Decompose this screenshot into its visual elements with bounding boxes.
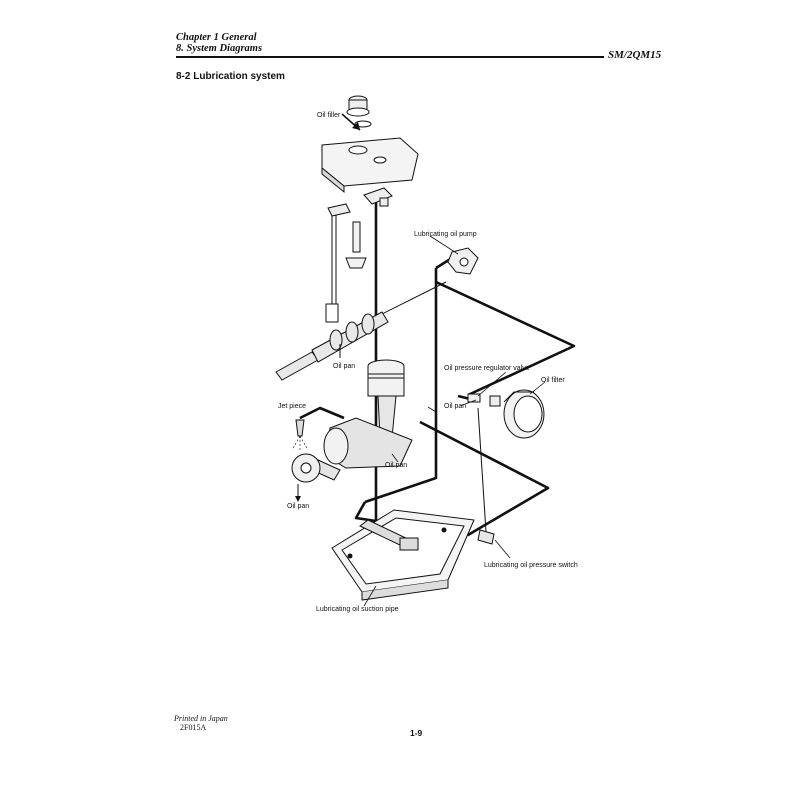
label-oil-pan-camshaft: Oil pan [333, 363, 355, 370]
jet-spray [291, 435, 309, 452]
oil-line-pump-loop [364, 268, 438, 504]
lubricating-oil-suction-pipe [359, 519, 419, 551]
label-oil-pan-regulator: Oil pan [444, 403, 466, 410]
oil-circuit-lines [299, 200, 576, 562]
label-oil-pan-gear: Oil pan [287, 503, 309, 510]
model-code: SM/2QM15 [608, 49, 662, 61]
label-lubricating-oil-pressure-switch: Lubricating oil pressure switch [484, 562, 578, 569]
label-oil-filler: Oil filler [317, 112, 341, 119]
label-lubricating-oil-suction-pipe: Lubricating oil suction pipe [316, 606, 399, 613]
piston [367, 359, 405, 397]
oil-filter [503, 389, 545, 439]
oil-line-vertical-switch [477, 407, 487, 533]
header-rule [176, 56, 604, 58]
label-jet-piece: Jet piece [278, 403, 306, 410]
section-heading: 8. System Diagrams [176, 43, 263, 54]
rocker-arm [327, 187, 393, 217]
label-oil-pressure-regulator-valve: Oil pressure regulator valve [444, 365, 530, 372]
label-oil-filter: Oil filter [541, 377, 565, 384]
oil-filler-arrowhead [352, 122, 360, 130]
chapter-title: Chapter 1 General [176, 32, 257, 43]
leader-lines [363, 235, 546, 607]
oil-pressure-switch [477, 529, 495, 545]
footer-printed: Printed in Japan [174, 714, 228, 723]
lubricating-oil-pump [447, 247, 479, 275]
camshaft [275, 303, 389, 381]
oil-line-to-regulator [435, 280, 576, 397]
oil-line-jet-branch [299, 406, 345, 420]
page-number: 1-9 [410, 728, 423, 738]
oil-pan [331, 509, 475, 601]
valve [345, 221, 367, 269]
crankshaft [311, 417, 413, 481]
footer-code: 2F015A [180, 723, 207, 732]
subsection-title: 8-2 Lubrication system [176, 71, 285, 82]
crank-gear [291, 453, 321, 483]
oil-pressure-regulator [467, 393, 501, 407]
cylinder-head-cover [321, 137, 419, 194]
label-lubricating-oil-pump: Lubricating oil pump [414, 231, 477, 238]
gear-oil-pan-arrowhead [295, 496, 301, 502]
label-oil-pan-crank: Oil pan [385, 462, 407, 469]
oil-filler-cap [346, 95, 372, 128]
jet-piece [295, 419, 305, 437]
